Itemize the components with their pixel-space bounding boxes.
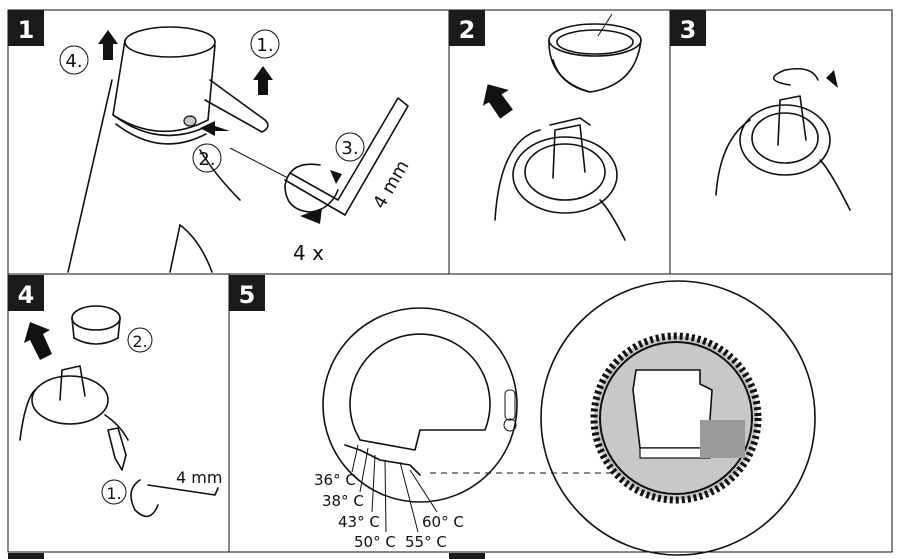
callout-2: 2. — [192, 143, 222, 173]
arrow-left-icon — [200, 121, 230, 136]
svg-text:5: 5 — [239, 281, 256, 309]
svg-text:3.: 3. — [341, 138, 358, 159]
svg-text:3: 3 — [680, 16, 697, 44]
svg-text:2.: 2. — [198, 149, 215, 170]
cover-cap — [548, 13, 642, 93]
cartridge-body — [494, 117, 626, 241]
callout-3: 3. — [335, 132, 365, 162]
temp-43: 43° C — [338, 513, 380, 531]
svg-text:2.: 2. — [132, 332, 147, 351]
svg-text:1: 1 — [18, 16, 35, 44]
step-label-3: 3 — [670, 10, 706, 46]
temp-60: 60° C — [422, 513, 464, 531]
hex-key — [229, 97, 409, 224]
arrow-up-icon — [24, 322, 52, 360]
svg-text:2: 2 — [459, 16, 476, 44]
temp-55: 55° C — [405, 533, 447, 551]
step-label-4: 4 — [8, 275, 44, 311]
step-label-2: 2 — [449, 10, 485, 46]
step-label-1: 1 — [8, 10, 44, 46]
arrow-up-icon — [482, 84, 513, 119]
arrow-up-icon — [253, 66, 273, 95]
svg-text:1.: 1. — [106, 484, 121, 503]
turn-count: 4 x — [293, 241, 324, 265]
set-screw — [183, 115, 197, 127]
callout-4-1: 1. — [101, 479, 127, 505]
svg-text:1.: 1. — [256, 35, 273, 56]
hex-key-size-4: 4 mm — [176, 468, 222, 487]
callout-1: 1. — [250, 29, 280, 59]
cartridge-rotate — [715, 67, 851, 211]
svg-text:4: 4 — [18, 281, 35, 309]
dial-detail — [540, 280, 816, 556]
temperature-dial — [322, 307, 518, 503]
cartridge-step4 — [19, 305, 219, 518]
callout-4: 4. — [59, 45, 89, 75]
arrow-up-icon — [98, 30, 118, 60]
temp-36: 36° C — [314, 471, 356, 489]
panel-frames — [7, 9, 893, 553]
temp-38: 38° C — [322, 492, 364, 510]
temperature-labels: 36° C 38° C 43° C 50° C 55° C 60° C — [314, 444, 464, 551]
hex-key-size: 4 mm — [369, 157, 413, 213]
callout-4-2: 2. — [127, 327, 153, 353]
faucet-illustration — [67, 26, 269, 273]
temp-50: 50° C — [354, 533, 396, 551]
step-label-5: 5 — [229, 275, 265, 311]
svg-text:4.: 4. — [65, 51, 82, 72]
